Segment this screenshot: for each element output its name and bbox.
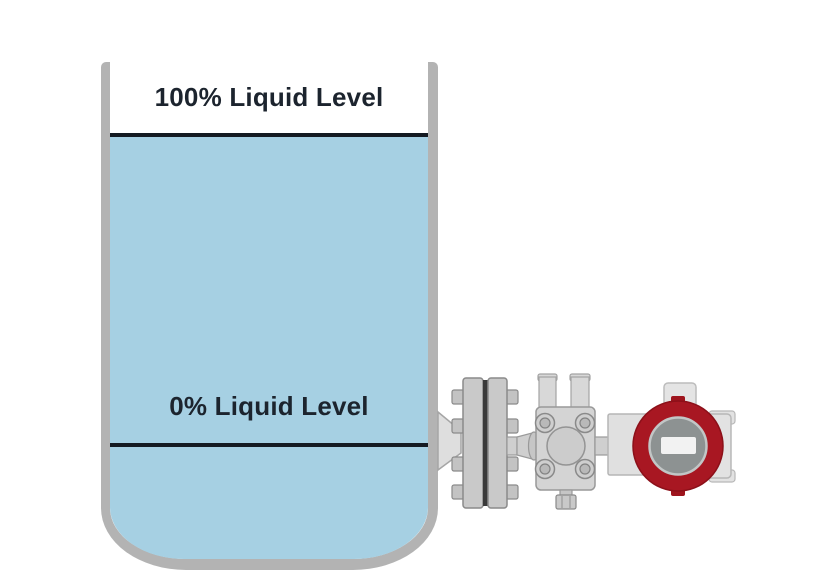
storage-tank <box>101 62 438 570</box>
level-label-100: 100% Liquid Level <box>154 82 384 112</box>
level-line-100 <box>110 133 428 137</box>
valve-manifold <box>534 373 610 510</box>
process-flange <box>451 377 541 509</box>
dp-transmitter-assembly <box>437 373 736 510</box>
tank-liquid <box>110 137 428 559</box>
transmitter-display <box>632 396 724 496</box>
display-window <box>661 437 696 454</box>
pressure-transmitter <box>607 382 736 496</box>
level-label-0: 0% Liquid Level <box>169 391 369 421</box>
level-line-0 <box>110 443 428 447</box>
